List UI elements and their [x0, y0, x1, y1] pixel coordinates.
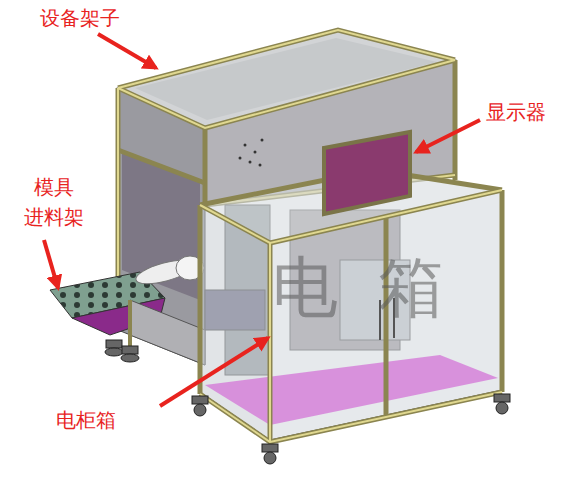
watermark-text: 电箱 [272, 248, 484, 328]
cabinet-floor [205, 355, 498, 425]
part-label: 设备架子 [40, 4, 120, 32]
display-screen [324, 132, 410, 214]
part-label: 电柜箱 [56, 406, 116, 434]
top-face [118, 30, 455, 128]
part-label: 显示器 [486, 98, 546, 126]
leader-arrows [44, 34, 480, 406]
part-label: 模具 进料架 [18, 172, 90, 232]
side-panel [118, 88, 205, 365]
